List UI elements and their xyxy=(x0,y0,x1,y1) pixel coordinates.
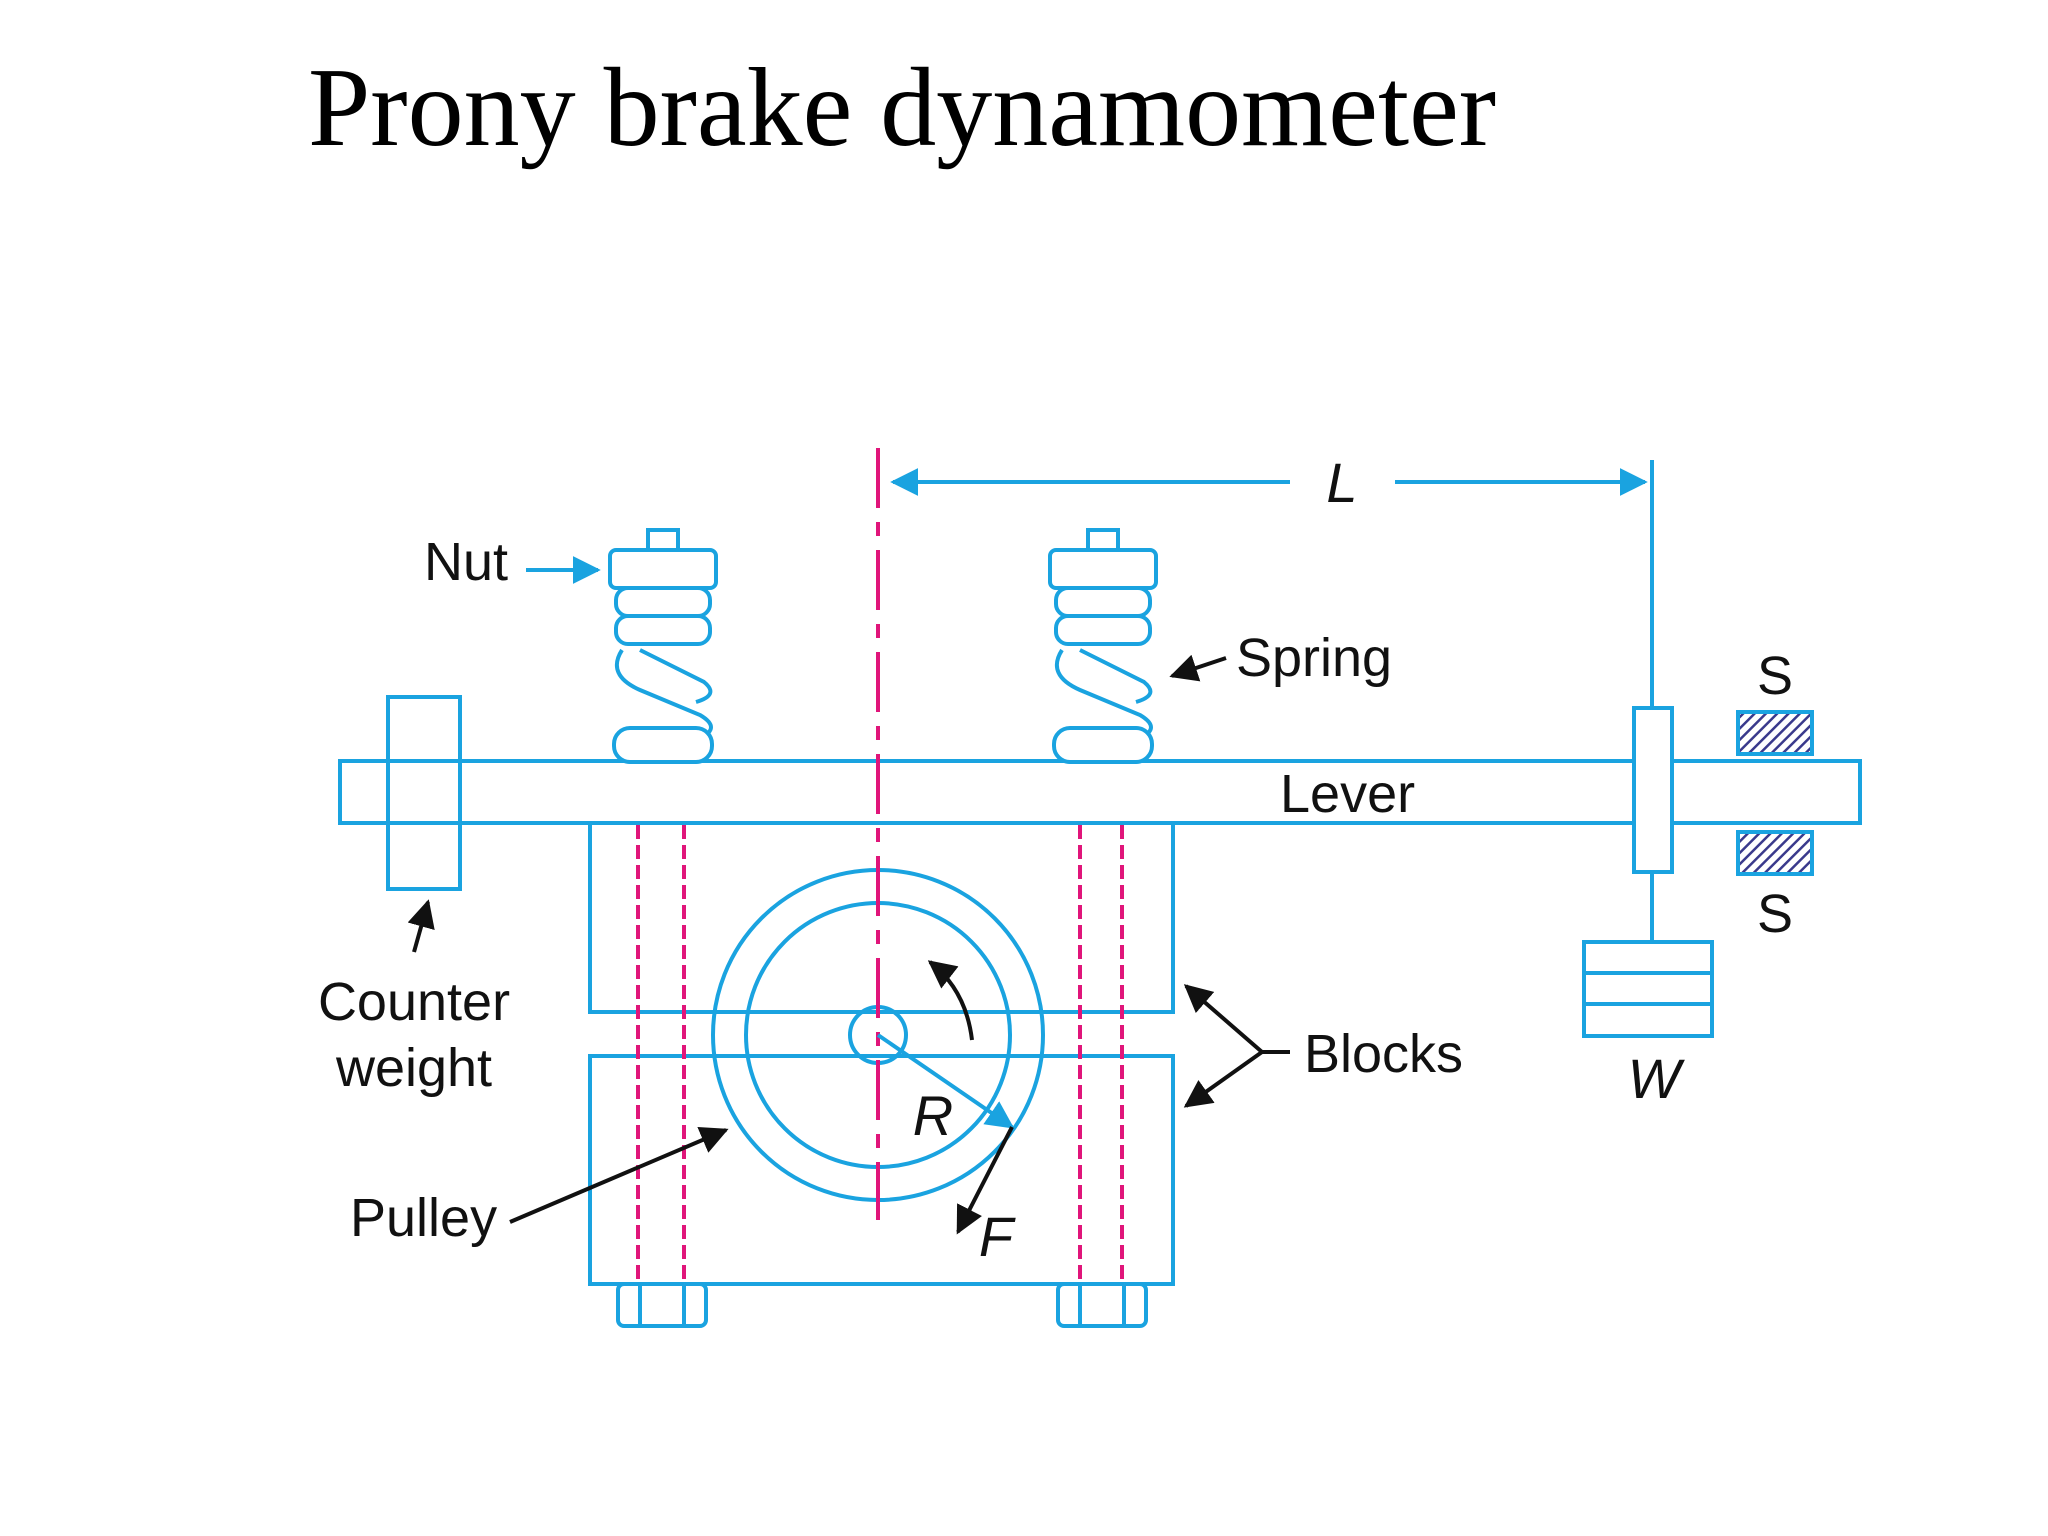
lever-label: Lever xyxy=(1280,764,1415,824)
length-label: L xyxy=(1326,451,1357,514)
pulley-pointer xyxy=(509,1126,729,1224)
page-title: Prony brake dynamometer xyxy=(308,46,1497,170)
blocks-label: Blocks xyxy=(1304,1024,1463,1084)
nut-label: Nut xyxy=(424,532,508,592)
rotation-arrow xyxy=(927,960,974,1041)
radius-label: R xyxy=(913,1084,953,1147)
force-arrow xyxy=(956,1126,1014,1235)
right-spring-assembly xyxy=(1048,528,1158,764)
pulley-label: Pulley xyxy=(350,1188,497,1248)
blocks-pointer-upper xyxy=(1183,984,1264,1054)
bottom-nuts xyxy=(616,1282,1148,1328)
lower-block xyxy=(588,1054,1175,1286)
weight-label: W xyxy=(1628,1047,1686,1110)
blocks-pointer-lower xyxy=(1183,1050,1264,1108)
counter-weight-pointer xyxy=(407,899,435,953)
stop-bottom-label: S xyxy=(1757,884,1793,944)
radius-arrow xyxy=(876,1033,1015,1129)
stop-top xyxy=(1736,710,1814,756)
spring-label: Spring xyxy=(1236,628,1392,688)
stop-bottom xyxy=(1736,830,1814,876)
stop-top-label: S xyxy=(1757,646,1793,706)
counter-weight xyxy=(386,695,462,891)
bolt-lines xyxy=(636,765,1124,1290)
counter-weight-label-line2: weight xyxy=(335,1038,492,1098)
force-label: F xyxy=(979,1205,1016,1268)
spring-pointer xyxy=(1169,654,1227,682)
left-spring-assembly xyxy=(608,528,718,764)
counter-weight-label-line1: Counter xyxy=(318,972,510,1032)
upper-block xyxy=(588,818,1175,1014)
weight-hanger xyxy=(1582,460,1714,1038)
